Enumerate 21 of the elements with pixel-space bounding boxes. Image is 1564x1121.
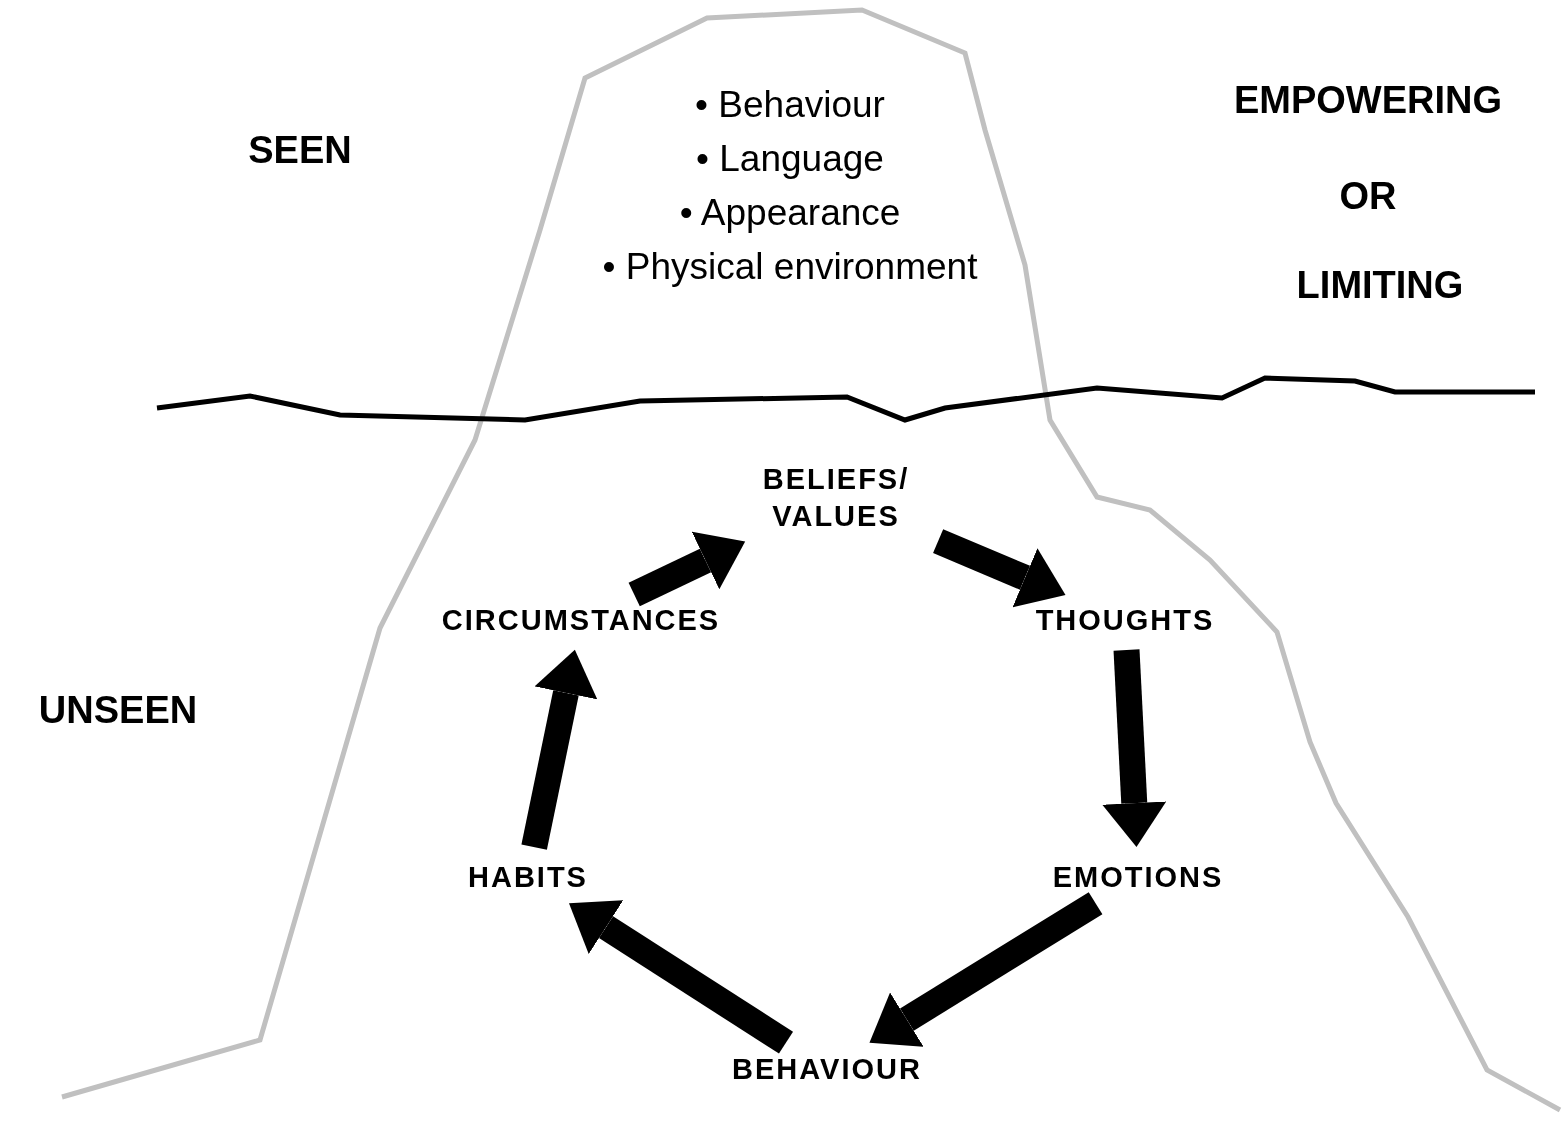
- heading-label: LIMITING: [1296, 263, 1464, 307]
- heading-label: UNSEEN: [38, 688, 198, 732]
- bullet-item: • Appearance: [678, 191, 902, 235]
- block-arrow: [1102, 649, 1167, 847]
- bullet-item: • Language: [695, 137, 885, 181]
- bullet-item: • Behaviour: [694, 83, 886, 127]
- block-arrow: [521, 649, 598, 850]
- cycle-label: THOUGHTS: [1035, 602, 1215, 638]
- cycle-label: HABITS: [468, 859, 588, 895]
- bullet-item: • Physical environment: [601, 245, 979, 289]
- block-arrow: [933, 529, 1066, 608]
- block-arrow: [569, 900, 794, 1054]
- heading-label: SEEN: [248, 128, 352, 172]
- cycle-label: BEHAVIOUR: [732, 1051, 922, 1087]
- block-arrow: [869, 892, 1103, 1047]
- heading-label: EMPOWERING: [1233, 78, 1503, 122]
- cycle-label: CIRCUMSTANCES: [441, 602, 721, 638]
- cycle-label: BELIEFS/ VALUES: [761, 462, 911, 534]
- cycle-label: EMOTIONS: [1052, 859, 1224, 895]
- block-arrow: [628, 531, 746, 607]
- heading-label: OR: [1339, 174, 1397, 218]
